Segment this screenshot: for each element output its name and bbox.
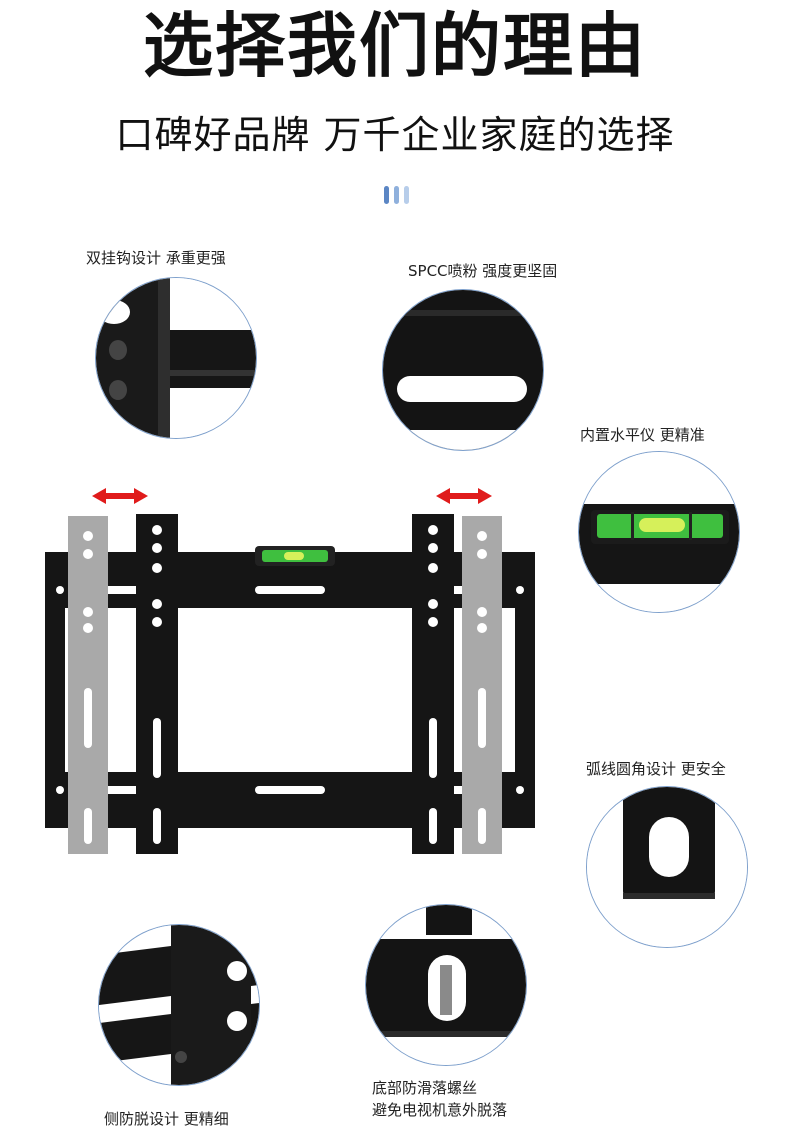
detail-circle-rounded [586, 786, 748, 948]
detail-circle-hooks [95, 277, 257, 439]
feature-caption-spcc: SPCC喷粉 强度更坚固 [408, 262, 558, 280]
bracket-illustration [40, 478, 540, 858]
feature-caption-screw-line1: 底部防滑落螺丝 [372, 1079, 478, 1097]
adjust-arrow-left-icon [92, 488, 148, 504]
detail-circle-level [578, 451, 740, 613]
page-title: 选择我们的理由 [143, 5, 647, 87]
section-divider-dots [384, 186, 414, 208]
feature-caption-rounded: 弧线圆角设计 更安全 [586, 760, 726, 778]
feature-caption-side-lock: 侧防脱设计 更精细 [104, 1110, 229, 1128]
feature-caption-screw-line2: 避免电视机意外脱落 [372, 1101, 508, 1119]
page-subtitle: 口碑好品牌 万千企业家庭的选择 [115, 113, 675, 157]
detail-circle-side-lock [98, 924, 260, 1086]
detail-circle-screw [365, 904, 527, 1066]
detail-circle-spcc [382, 289, 544, 451]
feature-caption-level: 内置水平仪 更精准 [580, 426, 705, 444]
feature-caption-hooks: 双挂钩设计 承重更强 [86, 249, 226, 267]
adjust-arrow-right-icon [436, 488, 492, 504]
